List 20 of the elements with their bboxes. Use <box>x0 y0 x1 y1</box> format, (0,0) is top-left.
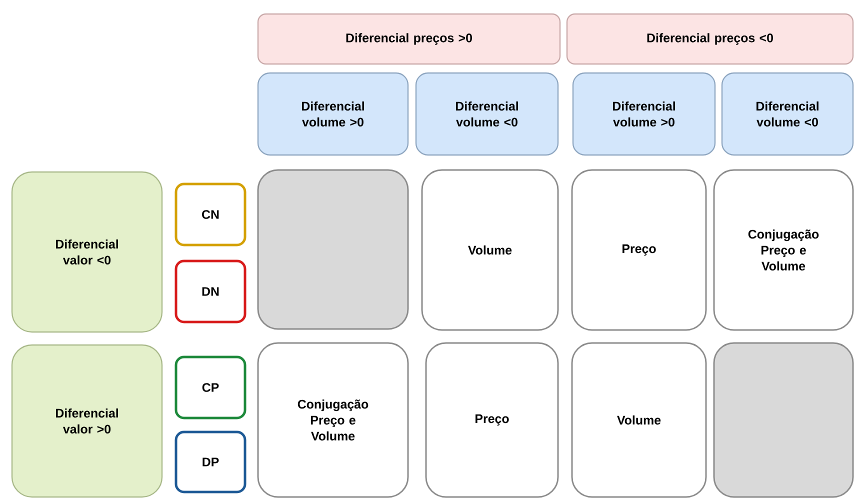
code-box: CN <box>174 182 246 246</box>
result-cell: Preço <box>425 342 559 498</box>
result-cell: Volume <box>421 169 559 331</box>
empty-cell <box>257 169 409 330</box>
result-cell: Conjugação Preço e Volume <box>257 342 409 498</box>
row-header: Diferencial valor <0 <box>11 171 163 333</box>
empty-cell <box>713 342 854 498</box>
code-box: CP <box>174 356 246 420</box>
column-header: Diferencial volume <0 <box>721 72 854 156</box>
column-header: Diferencial volume >0 <box>572 72 716 156</box>
column-header: Diferencial preços >0 <box>257 13 561 65</box>
code-box: DP <box>174 430 246 494</box>
result-cell: Volume <box>571 342 707 498</box>
result-cell: Conjugação Preço e Volume <box>713 169 854 331</box>
column-header: Diferencial volume >0 <box>257 72 409 156</box>
column-header: Diferencial volume <0 <box>415 72 559 156</box>
code-box: DN <box>174 260 246 324</box>
result-cell: Preço <box>571 169 707 331</box>
row-header: Diferencial valor >0 <box>11 344 163 498</box>
column-header: Diferencial preços <0 <box>566 13 854 65</box>
